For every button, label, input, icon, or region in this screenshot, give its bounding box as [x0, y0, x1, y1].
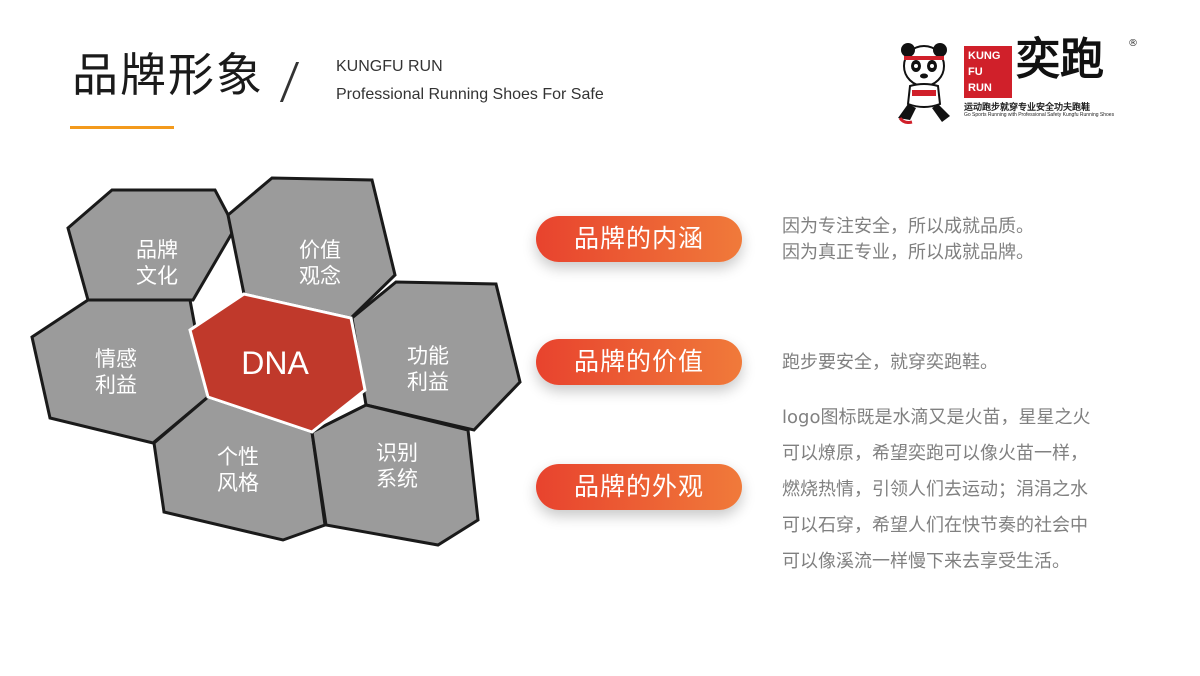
- hex-dna-core: [188, 292, 367, 434]
- desc-brand-value: 跑步要安全，就穿奕跑鞋。: [782, 352, 998, 373]
- hex-identity-system: [310, 403, 480, 547]
- hex-label-brand-culture: 品牌 文化: [136, 238, 178, 288]
- desc-brand-connotation: 因为专注安全，所以成就品质。 因为真正专业，所以成就品牌。: [782, 216, 1034, 263]
- pill-brand-appearance: 品牌的外观: [536, 464, 742, 510]
- title-underline: [70, 126, 174, 129]
- page-title: 品牌形象: [72, 48, 264, 102]
- logo-badge: KUNG FU RUN: [964, 46, 1012, 98]
- pill-brand-connotation: 品牌的内涵: [536, 216, 742, 262]
- brand-logo: KUNG FU RUN 奕跑 ® 运动跑步就穿专业安全功夫跑鞋 Go Sport…: [890, 38, 1150, 124]
- hex-label-dna: DNA: [241, 345, 309, 381]
- logo-tagline-en: Go Sports Running with Professional Safe…: [964, 112, 1115, 118]
- hex-label-personality-style: 个性 风格: [217, 445, 259, 495]
- desc-brand-appearance: logo图标既是水滴又是火苗，星星之火 可以燎原，希望奕跑可以像火苗一样， 燃烧…: [782, 407, 1091, 572]
- hex-label-emotional-benefit: 情感 利益: [95, 347, 137, 397]
- logo-tagline-cn: 运动跑步就穿专业安全功夫跑鞋: [964, 103, 1091, 113]
- hex-label-value-concept: 价值 观念: [299, 238, 341, 288]
- pill-brand-value: 品牌的价值: [536, 339, 742, 385]
- hex-label-functional-benefit: 功能 利益: [407, 344, 449, 394]
- registered-mark: ®: [1128, 38, 1138, 49]
- subtitle-tagline: Professional Running Shoes For Safe: [336, 86, 604, 103]
- panda-mascot-icon: [898, 43, 950, 124]
- hex-label-identity-system: 识别 系统: [376, 441, 418, 491]
- logo-wordmark: 奕跑: [1016, 34, 1104, 85]
- subtitle-brand: KUNGFU RUN: [336, 58, 443, 75]
